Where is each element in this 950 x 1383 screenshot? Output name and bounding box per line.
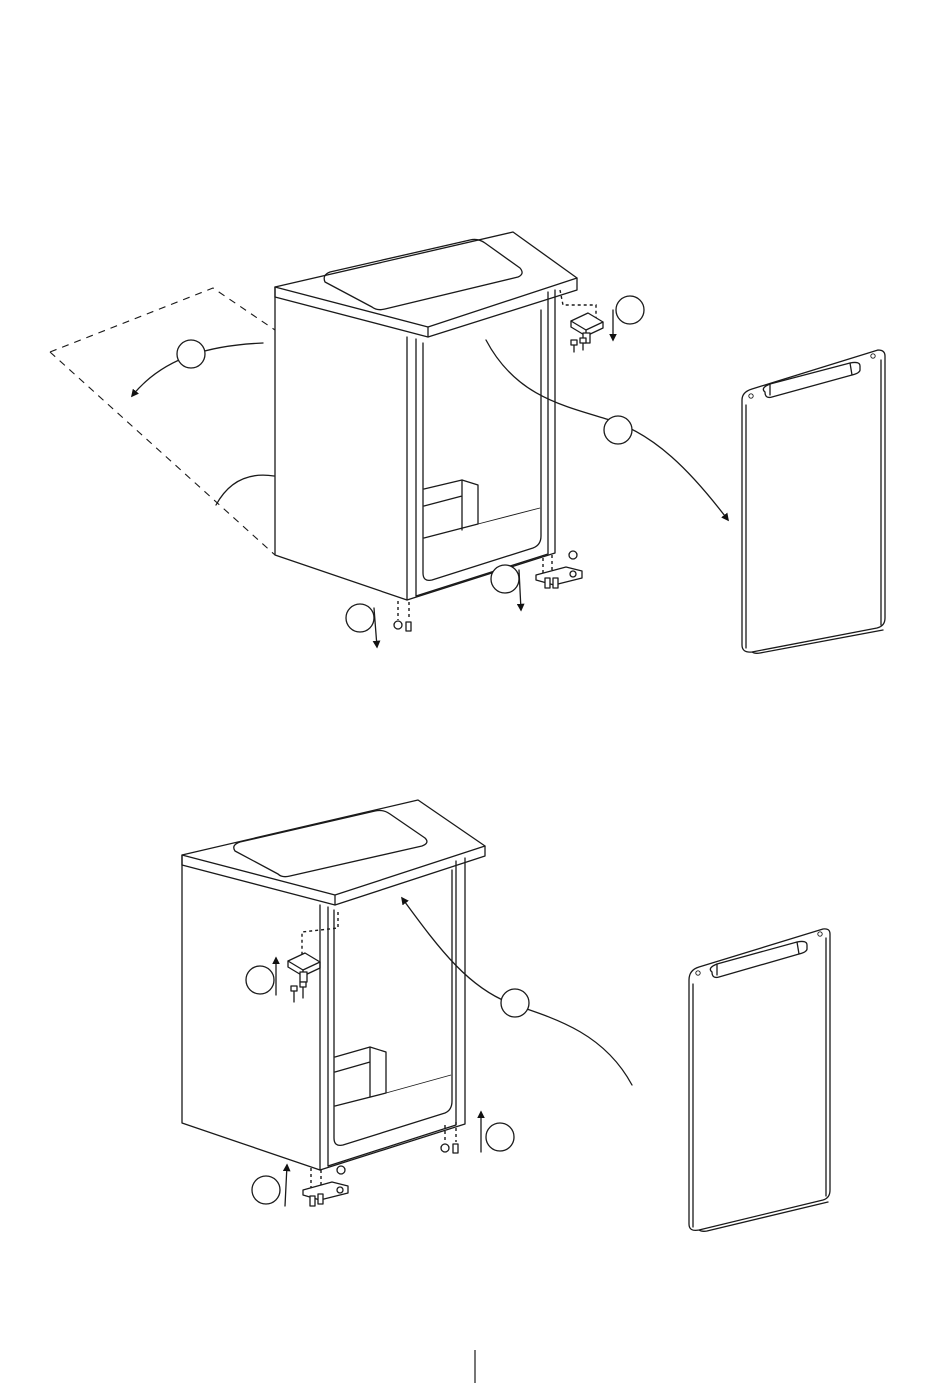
step-circle bbox=[486, 1123, 514, 1151]
top-hinge-upper bbox=[560, 290, 603, 352]
top-hinge-lower bbox=[288, 912, 338, 1002]
small-swing-arc bbox=[216, 475, 274, 505]
door-lower bbox=[689, 929, 830, 1231]
bottom-hinge-lower bbox=[303, 1166, 348, 1206]
lower-panel-refit-door bbox=[182, 800, 830, 1231]
door-upper bbox=[742, 350, 885, 653]
step-circle bbox=[246, 966, 274, 994]
fridge-cabinet-lower bbox=[182, 800, 485, 1170]
worktop-swing-outline bbox=[50, 288, 275, 555]
fridge-cabinet-upper bbox=[275, 232, 577, 600]
upper-panel-remove-door bbox=[50, 232, 885, 653]
step-circle bbox=[346, 604, 374, 632]
foot-screws-upper bbox=[394, 601, 411, 631]
step-circle bbox=[252, 1176, 280, 1204]
step-circle bbox=[604, 416, 632, 444]
step-circle bbox=[501, 989, 529, 1017]
bottom-hinge-up-arrow bbox=[285, 1165, 287, 1206]
foot-down-arrow bbox=[374, 608, 377, 647]
step-circle bbox=[491, 565, 519, 593]
step-circle bbox=[177, 340, 205, 368]
step-circle bbox=[616, 296, 644, 324]
